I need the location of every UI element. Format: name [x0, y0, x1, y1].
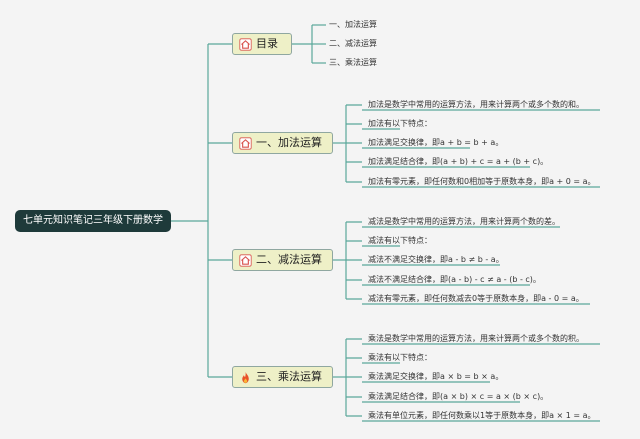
list-item: 乘法满足交换律，即a × b = b × a。 [368, 372, 504, 381]
fire-icon [242, 371, 249, 383]
list-item: 加法有以下特点： [368, 119, 432, 128]
branch-label: 三、乘法运算 [256, 370, 322, 383]
list-item: 减法不满足结合律，即(a - b) - c ≠ a - (b - c)。 [368, 275, 541, 284]
branch-label: 目录 [256, 37, 278, 50]
house-icon [239, 253, 252, 267]
list-item: 加法是数学中常用的运算方法，用来计算两个或多个数的和。 [368, 100, 584, 109]
list-item: 加法有零元素，即任何数和0相加等于原数本身，即a + 0 = a。 [368, 177, 596, 186]
branch-label: 二、减法运算 [256, 253, 322, 266]
root-node: 七单元知识笔记三年级下册数学 [15, 210, 171, 232]
list-item: 减法是数学中常用的运算方法，用来计算两个数的差。 [368, 217, 560, 226]
branch-node-addition: 一、加法运算 [232, 132, 333, 154]
branch-label: 一、加法运算 [256, 136, 322, 149]
branch-node-multiplication: 三、乘法运算 [232, 366, 333, 388]
list-item: 乘法有以下特点： [368, 353, 432, 362]
list-item: 减法有以下特点： [368, 236, 432, 245]
list-item: 减法有零元素，即任何数减去0等于原数本身，即a - 0 = a。 [368, 294, 584, 303]
list-item: 乘法是数学中常用的运算方法，用来计算两个或多个数的积。 [368, 334, 584, 343]
branch-node-contents: 目录 [232, 33, 292, 55]
list-item: 加法满足结合律，即(a + b) + c = a + (b + c)。 [368, 157, 549, 166]
list-item: 三、乘法运算 [329, 58, 377, 67]
list-item: 乘法有单位元素，即任何数乘以1等于原数本身，即a × 1 = a。 [368, 411, 596, 420]
list-item: 一、加法运算 [329, 20, 377, 29]
house-icon [239, 37, 252, 51]
list-item: 乘法满足结合律，即(a × b) × c = a × (b × c)。 [368, 392, 549, 401]
list-item: 二、减法运算 [329, 39, 377, 48]
house-icon [239, 136, 252, 150]
list-item: 减法不满足交换律，即a - b ≠ b - a。 [368, 255, 504, 264]
branch-node-subtraction: 二、减法运算 [232, 249, 333, 271]
list-item: 加法满足交换律，即a + b = b + a。 [368, 138, 504, 147]
